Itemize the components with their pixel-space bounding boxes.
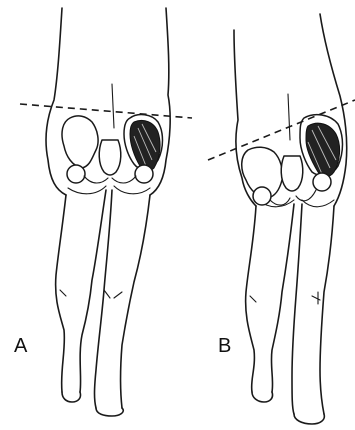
panel-b-label: B	[218, 335, 231, 357]
panel-b-right-foot	[294, 414, 324, 424]
panel-a-left-ilium	[62, 116, 98, 168]
panel-b-right-leg	[292, 204, 334, 414]
panel-b-spine-mark	[288, 94, 290, 140]
panel-a-pubic-arch	[84, 176, 136, 183]
panel-a-spine-mark	[112, 84, 114, 128]
panel-a-right-leg	[95, 190, 151, 408]
panel-b-sacrum	[281, 156, 303, 191]
panel-a-label: A	[14, 335, 28, 357]
panel-b-left-hip-socket	[253, 187, 271, 205]
panel-a-left-foot	[62, 392, 81, 402]
panel-a: A	[14, 8, 192, 416]
panel-b-right-hip-socket	[313, 173, 331, 191]
panel-a-gluteal-fold	[68, 186, 150, 194]
panel-a-sacrum	[99, 140, 121, 175]
panel-b: B	[208, 14, 355, 424]
panel-a-pelvic-level-line	[20, 104, 192, 118]
panel-b-knee-marks	[250, 292, 320, 304]
panel-a-right-foot	[96, 408, 123, 416]
panel-b-left-foot	[252, 392, 273, 402]
panel-a-left-hip-socket	[67, 165, 85, 183]
panel-a-left-leg	[56, 190, 106, 392]
panel-a-right-hip-socket	[135, 165, 153, 183]
panel-b-left-leg	[246, 204, 294, 392]
